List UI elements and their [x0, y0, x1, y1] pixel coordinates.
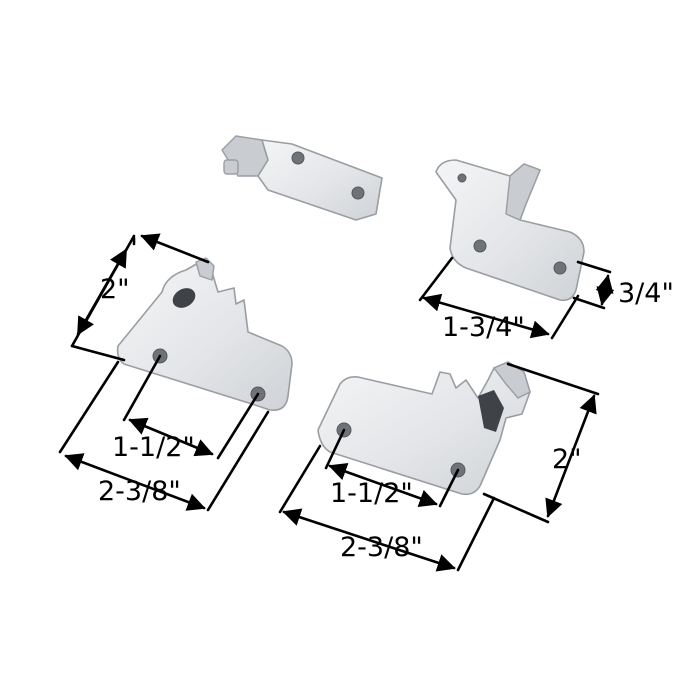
- left-hole-spacing-label: 1-1/2": [112, 432, 195, 463]
- left-mount-plate: [116, 257, 293, 412]
- left-height-label: 2": [100, 274, 130, 305]
- dimension-lines-right: [278, 362, 600, 572]
- right-height-label: 2": [552, 444, 582, 475]
- right-hole-spacing-label: 1-1/2": [330, 478, 413, 509]
- right-mount-plate: [317, 361, 531, 496]
- dimension-lines-small: [418, 256, 615, 340]
- small-height-label: 3/4": [618, 278, 674, 309]
- right-l-bracket: [435, 159, 585, 302]
- dimension-lines-left: [58, 233, 270, 512]
- small-width-label: 1-3/4": [442, 312, 525, 343]
- small-pin-bracket: [221, 135, 383, 221]
- left-width-label: 2-3/8": [98, 476, 181, 507]
- right-width-label: 2-3/8": [340, 532, 423, 563]
